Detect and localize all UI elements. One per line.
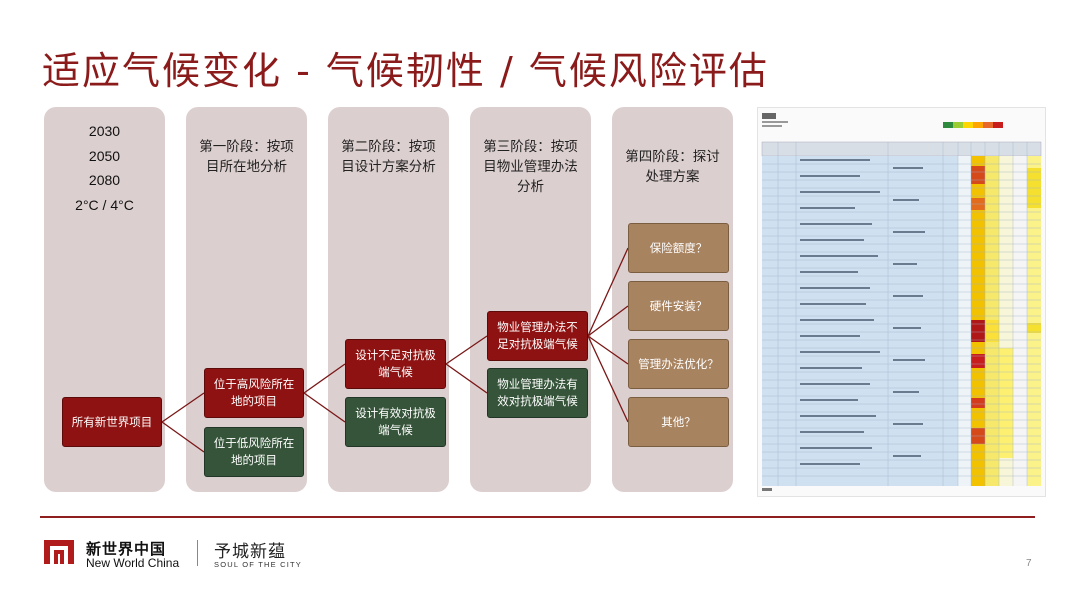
page-number: 7	[1026, 558, 1032, 569]
option-management-box: 管理办法优化？	[628, 339, 729, 389]
design-insufficient-box: 设计不足对抗极端气候	[345, 339, 446, 389]
option-insurance-box: 保险额度？	[628, 223, 729, 273]
stage-1-heading: 第一阶段：按项目所在地分析	[199, 139, 294, 175]
high-risk-location-box: 位于高风险所在地的项目	[204, 368, 304, 418]
spreadsheet-graphic	[761, 113, 1042, 491]
management-insufficient-box: 物业管理办法不足对抗极端气候	[487, 311, 588, 361]
column-stage-3: 第三阶段：按项目物业管理办法分析	[470, 107, 591, 492]
stage-2-heading: 第二阶段：按项目设计方案分析	[341, 139, 436, 175]
risk-assessment-spreadsheet-image	[757, 107, 1046, 497]
brand-name-cn: 新世界中国	[86, 541, 167, 558]
footer-divider	[40, 516, 1035, 518]
new-world-logo-icon	[44, 540, 74, 564]
slogan-cn: 予城新蕴	[214, 542, 286, 562]
brand-name-en: New World China	[86, 556, 180, 570]
all-projects-box: 所有新世界项目	[62, 397, 162, 447]
page-title: 适应气候变化 - 气候韧性 / 气候风险评估	[42, 49, 769, 93]
low-risk-location-box: 位于低风险所在地的项目	[204, 427, 304, 477]
year-label: 2030	[88, 123, 121, 139]
design-effective-box: 设计有效对抗极端气候	[345, 397, 446, 447]
year-label: 2050	[88, 147, 121, 164]
option-other-box: 其他？	[628, 397, 729, 447]
warming-scenario-label: 2°C / 4°C	[75, 196, 134, 213]
option-hardware-box: 硬件安装？	[628, 281, 729, 331]
stage-3-heading: 第三阶段：按项目物业管理办法分析	[483, 139, 578, 195]
year-label: 2080	[88, 172, 121, 188]
stage-4-heading: 第四阶段：探讨处理方案	[625, 149, 720, 185]
time-horizon-list: 2030 2050 2080 2°C / 4°C	[44, 119, 165, 217]
footer-separator	[197, 540, 198, 566]
slogan-en: SOUL OF THE CITY	[214, 560, 302, 569]
management-effective-box: 物业管理办法有效对抗极端气候	[487, 368, 588, 418]
